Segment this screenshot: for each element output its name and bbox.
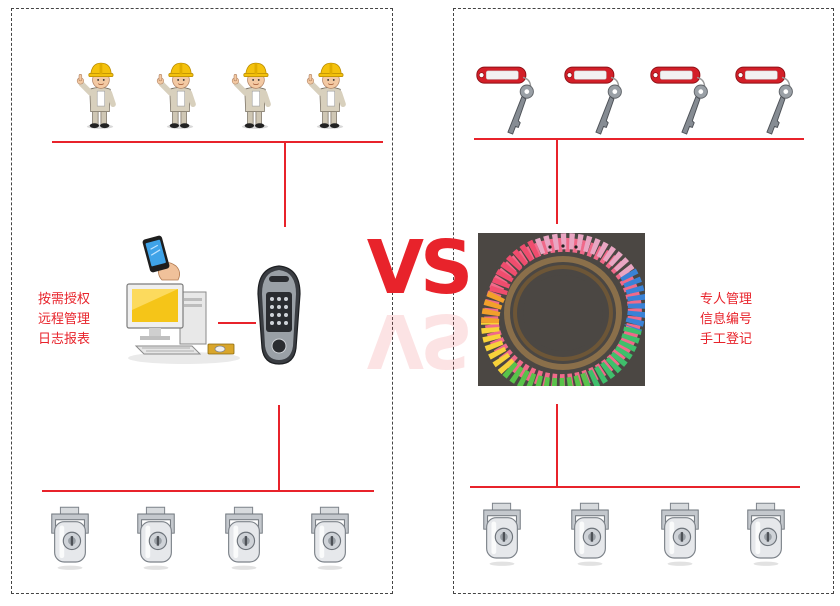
desktop-computer-icon <box>126 283 240 364</box>
worker-icon <box>227 52 283 134</box>
worker-icon <box>72 52 128 134</box>
right-panel-traditional-system <box>453 8 834 594</box>
cabinet-lock-icon <box>742 500 790 568</box>
electronic-smart-key-icon <box>257 265 301 365</box>
worker-to-key-line <box>284 141 286 227</box>
feature-info-numbering: 信息编号 <box>700 312 753 327</box>
key-with-red-tag-icon <box>474 64 540 140</box>
vs-label: VS <box>366 225 474 311</box>
cabinet-lock-icon <box>566 500 614 568</box>
key-to-locks-line <box>278 405 280 491</box>
vs-reflection: VS <box>366 297 470 383</box>
key-with-red-tag-icon <box>733 64 799 140</box>
feature-log-reports: 日志报表 <box>38 332 91 347</box>
feature-dedicated-staff: 专人管理 <box>700 292 753 307</box>
feature-remote-management: 远程管理 <box>38 312 91 327</box>
key-bus-line <box>474 138 804 140</box>
cabinet-lock-icon <box>478 500 526 568</box>
smartphone-icon <box>142 235 180 281</box>
worker-icon <box>302 52 358 134</box>
keys-to-rack-line <box>556 138 558 224</box>
worker-icon <box>152 52 208 134</box>
right-feature-list: 专人管理 信息编号 手工登记 <box>700 290 752 350</box>
cabinet-lock-icon <box>306 504 354 572</box>
right-lock-bus-line <box>470 486 800 488</box>
cabinet-lock-icon <box>132 504 180 572</box>
lock-bus-line <box>42 490 374 492</box>
keyring-rack-photo <box>478 233 645 386</box>
cabinet-lock-icon <box>220 504 268 572</box>
key-with-red-tag-icon <box>648 64 714 140</box>
rack-to-locks-line <box>556 404 558 486</box>
feature-on-demand-authorization: 按需授权 <box>38 292 91 307</box>
left-feature-list: 按需授权 远程管理 日志报表 <box>38 290 90 350</box>
key-with-red-tag-icon <box>562 64 628 140</box>
left-panel-electronic-system <box>11 8 393 594</box>
worker-bus-line <box>52 141 383 143</box>
cabinet-lock-icon <box>46 504 94 572</box>
feature-manual-registration: 手工登记 <box>700 332 753 347</box>
computer-to-key-line <box>218 322 256 324</box>
cabinet-lock-icon <box>656 500 704 568</box>
